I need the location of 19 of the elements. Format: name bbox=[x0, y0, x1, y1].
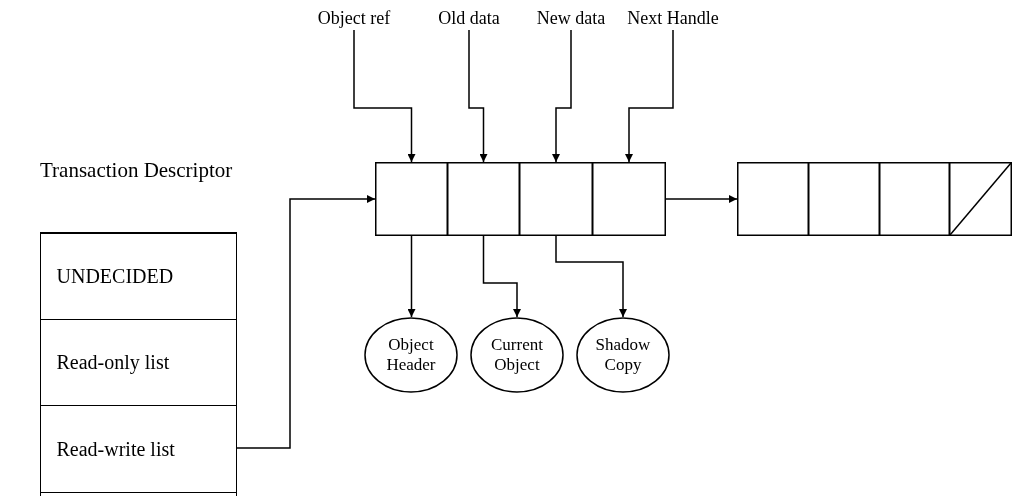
handle-record bbox=[737, 162, 1012, 236]
field-label: Old data bbox=[435, 6, 503, 30]
arrow bbox=[482, 235, 521, 318]
field-label: New data bbox=[536, 6, 606, 30]
field-label: Object ref bbox=[318, 6, 390, 30]
arrow bbox=[555, 235, 627, 318]
arrow bbox=[236, 195, 376, 449]
object-name: Current Object bbox=[490, 335, 544, 375]
arrow bbox=[665, 195, 738, 203]
arrow bbox=[552, 29, 572, 163]
object-name: Object Header bbox=[385, 335, 437, 375]
arrow bbox=[353, 29, 416, 163]
arrow bbox=[407, 235, 416, 318]
field-label: Next Handle bbox=[627, 6, 719, 30]
arrow bbox=[468, 29, 488, 163]
handle-record bbox=[375, 162, 666, 236]
descriptor-title: Transaction Descriptor bbox=[40, 158, 233, 183]
object-name: Shadow Copy bbox=[594, 335, 652, 375]
arrow bbox=[625, 29, 674, 163]
